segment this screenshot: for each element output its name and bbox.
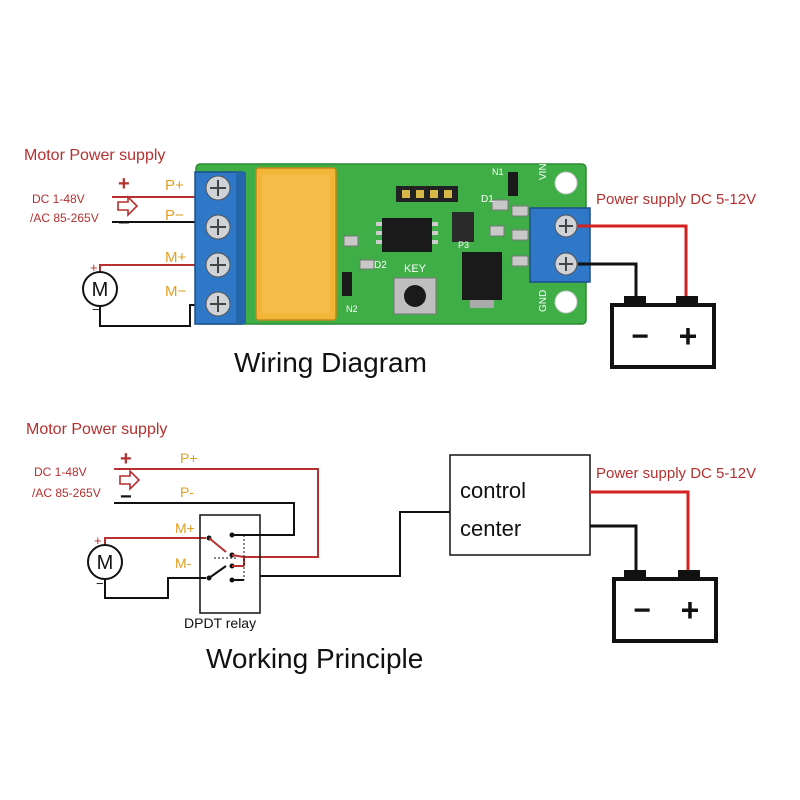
- dpdt-relay-box: [199, 514, 261, 614]
- wire-control-black: [590, 524, 638, 574]
- smd-diode-d1: [508, 172, 518, 196]
- control-center-line2: center: [460, 516, 521, 541]
- smd-component: [511, 229, 529, 241]
- silk-d2: D2: [374, 260, 387, 271]
- wire-control-red: [590, 490, 690, 574]
- silk-n1: N1: [492, 167, 504, 177]
- working-principle-section: Motor Power supply + DC 1-48V /AC 85-265…: [26, 421, 756, 674]
- smd-component: [511, 255, 529, 267]
- mounting-hole: [554, 290, 578, 314]
- wiring-diagram-caption: Wiring Diagram: [234, 347, 427, 378]
- p-plus-label-2: P+: [180, 450, 198, 466]
- silk-vin: VIN: [538, 163, 549, 180]
- hollow-arrow-icon: [117, 195, 139, 217]
- smd-component: [489, 225, 505, 237]
- smd-component: [452, 212, 474, 242]
- header-pins: [396, 186, 458, 202]
- relay-component: [255, 167, 337, 321]
- wire-m-plus: [99, 264, 210, 272]
- terminal-screw: [205, 252, 231, 278]
- battery-icon: [612, 570, 718, 643]
- wire-m-plus-2: [104, 537, 206, 545]
- regulator-tab: [470, 300, 494, 308]
- motor-minus-sign-2: −: [96, 576, 104, 591]
- wire-p-minus-2: [114, 502, 295, 536]
- wire-vin-red: [578, 224, 688, 300]
- control-center-line1: control: [460, 478, 526, 503]
- wire-gnd-black: [578, 262, 638, 300]
- motor-plus-sign: +: [90, 260, 98, 275]
- wire-relay-to-control: [260, 511, 450, 577]
- smd-capacitor: [343, 235, 359, 247]
- silk-d1: D1: [481, 194, 494, 205]
- motor-power-title-2: Motor Power supply: [26, 421, 167, 438]
- dc-label: DC 1-48V: [32, 192, 85, 206]
- p-minus-label: P−: [165, 207, 184, 224]
- battery-plus-2: +: [681, 592, 700, 628]
- terminal-screw: [554, 214, 578, 238]
- wire-m-minus: [99, 304, 210, 327]
- power-supply-label: Power supply DC 5-12V: [596, 191, 756, 208]
- ac-label: /AC 85-265V: [30, 211, 99, 225]
- battery-icon: [610, 296, 716, 369]
- motor-terminal-block: [194, 171, 246, 325]
- silk-key: KEY: [404, 263, 427, 275]
- plus-sign: +: [118, 173, 130, 195]
- control-center-box: [449, 454, 591, 556]
- pcb-board: KEY D1 D2 N1 N2 P3 VIN GND: [194, 163, 591, 325]
- ic-chip: [376, 218, 438, 252]
- m-plus-label: M+: [165, 249, 186, 266]
- wiring-diagram-section: Motor Power supply + DC 1-48V /AC 85-265…: [24, 147, 756, 378]
- silk-n2: N2: [346, 304, 358, 314]
- smd-component: [359, 259, 375, 270]
- hollow-arrow-icon: [119, 469, 141, 491]
- battery-minus-2: −: [633, 594, 651, 627]
- smd-component: [511, 205, 529, 217]
- motor-power-title: Motor Power supply: [24, 147, 165, 164]
- power-supply-label-2: Power supply DC 5-12V: [596, 465, 756, 482]
- p-minus-label-2: P-: [180, 484, 194, 500]
- minus-sign-2: −: [120, 486, 132, 508]
- terminal-screw: [554, 252, 578, 276]
- terminal-screw: [205, 214, 231, 240]
- smd-component: [491, 199, 509, 211]
- smd-diode-d2: [342, 272, 352, 296]
- key-button: [393, 277, 437, 315]
- motor-letter-2: M: [97, 552, 114, 574]
- voltage-regulator: [462, 252, 502, 300]
- battery-minus: −: [631, 320, 649, 353]
- m-plus-label-2: M+: [175, 520, 195, 536]
- wire-p-plus-2: [114, 468, 319, 558]
- motor-plus-sign-2: +: [94, 533, 102, 548]
- mounting-hole: [554, 171, 578, 195]
- motor-icon: [82, 271, 118, 307]
- plus-sign-2: +: [120, 448, 132, 470]
- terminal-screw: [205, 175, 231, 201]
- relay-switch-contacts: [206, 532, 245, 583]
- power-terminal-block: [529, 207, 591, 283]
- silk-p3: P3: [458, 240, 469, 250]
- wire-m-minus-2: [104, 577, 206, 599]
- m-minus-label-2: M-: [175, 555, 192, 571]
- working-principle-caption: Working Principle: [206, 643, 423, 674]
- ac-label-2: /AC 85-265V: [32, 486, 101, 500]
- motor-icon: [87, 544, 123, 580]
- dc-label-2: DC 1-48V: [34, 465, 87, 479]
- motor-minus-sign: −: [92, 302, 100, 317]
- m-minus-label: M−: [165, 283, 186, 300]
- battery-plus: +: [679, 318, 698, 354]
- dpdt-relay-label: DPDT relay: [184, 615, 256, 631]
- terminal-screw: [205, 291, 231, 317]
- silk-gnd: GND: [538, 290, 549, 312]
- p-plus-label: P+: [165, 177, 184, 194]
- motor-letter: M: [92, 279, 109, 301]
